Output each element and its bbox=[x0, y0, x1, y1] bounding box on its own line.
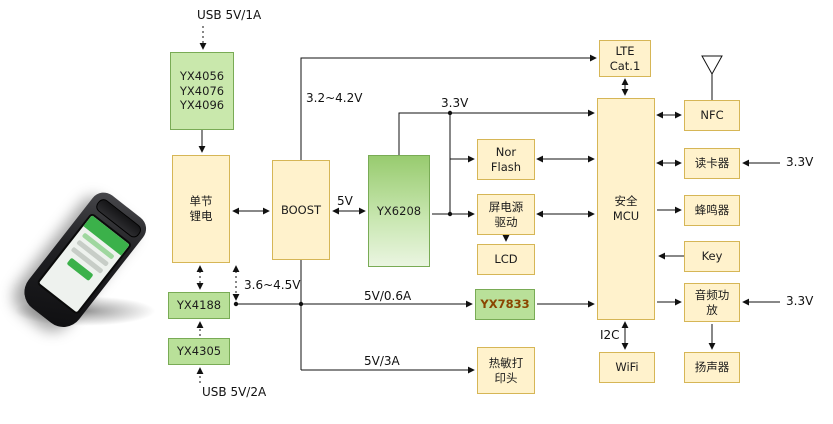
label-5v-3a: 5V/3A bbox=[364, 354, 400, 368]
block-secure-mcu: 安全 MCU bbox=[597, 98, 655, 320]
block-key: Key bbox=[684, 241, 740, 272]
label-5v: 5V bbox=[337, 194, 353, 208]
label-usb-5v-1a: USB 5V/1A bbox=[197, 8, 262, 22]
block-yx4188: YX4188 bbox=[168, 292, 230, 319]
label-3v3-rail: 3.3V bbox=[441, 96, 469, 110]
block-audio-amp: 音频功 放 bbox=[684, 283, 740, 322]
label-i2c: I2C bbox=[600, 328, 620, 342]
block-card-reader: 读卡器 bbox=[684, 148, 740, 179]
label-5v-06a: 5V/0.6A bbox=[364, 289, 412, 303]
block-screen-power-driver: 屏电源 驱动 bbox=[477, 194, 535, 235]
label-usb-5v-2a: USB 5V/2A bbox=[202, 385, 267, 399]
block-thermal-print-head: 热敏打 印头 bbox=[477, 347, 535, 394]
block-lcd: LCD bbox=[477, 244, 535, 275]
block-yx6208: YX6208 bbox=[368, 155, 430, 267]
block-buzzer: 蜂鸣器 bbox=[684, 195, 740, 226]
block-wifi: WiFi bbox=[599, 352, 655, 383]
label-reader-3v3: 3.3V bbox=[786, 155, 814, 169]
block-nor-flash: Nor Flash bbox=[477, 139, 535, 180]
label-3v6-4v5: 3.6~4.5V bbox=[244, 278, 301, 292]
block-yx4305: YX4305 bbox=[168, 338, 230, 365]
block-nfc: NFC bbox=[684, 100, 740, 131]
antenna-icon bbox=[701, 55, 723, 100]
block-yx7833: YX7833 bbox=[475, 289, 535, 320]
block-speaker: 扬声器 bbox=[684, 352, 740, 383]
block-yx4056: YX4056 YX4076 YX4096 bbox=[170, 52, 234, 130]
label-3v2-4v2: 3.2~4.2V bbox=[306, 91, 363, 105]
label-amp-3v3: 3.3V bbox=[786, 294, 814, 308]
device-photo bbox=[6, 186, 166, 336]
block-boost: BOOST bbox=[272, 160, 330, 260]
block-battery: 单节 锂电 bbox=[172, 155, 230, 263]
block-lte-cat1: LTE Cat.1 bbox=[599, 40, 651, 77]
